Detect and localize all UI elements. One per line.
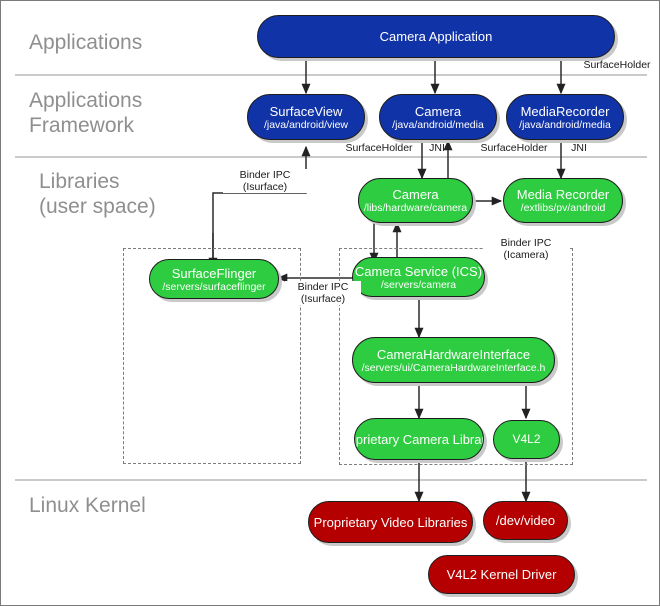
edge-label-surfaceholder-mediarecorder: SurfaceHolder <box>480 142 548 154</box>
node-mediarecorder-java[interactable]: MediaRecorder /java/android/media <box>506 94 624 140</box>
node-proprietary-camera-libraries[interactable]: Proprietary Camera Libraries <box>354 418 484 460</box>
node-surfaceflinger[interactable]: SurfaceFlinger /servers/surfaceflinger <box>149 259 279 299</box>
layer-label-libraries: Libraries (user space) <box>39 170 156 218</box>
node-dev-video[interactable]: /dev/video <box>483 501 568 540</box>
node-proprietary-video-libraries-title: Proprietary Video Libraries <box>313 514 468 530</box>
edge-label-binder-ipc-icamera: Binder IPC (Icamera) <box>484 237 568 261</box>
node-surfaceview-path: /java/android/view <box>263 118 349 131</box>
node-v4l2-kernel-driver[interactable]: V4L2 Kernel Driver <box>428 555 575 594</box>
group-camera-service <box>339 248 573 465</box>
node-camera-native-path: /libs/hardware/camera <box>363 202 468 214</box>
node-proprietary-video-libraries[interactable]: Proprietary Video Libraries <box>308 501 473 543</box>
edge-label-binder-ipc-isurface-top: Binder IPC (Isurface) <box>223 169 307 193</box>
node-v4l2[interactable]: V4L2 <box>493 420 560 459</box>
edge-label-binder-ipc-isurface-service: Binder IPC (Isurface) <box>285 281 361 305</box>
node-camera-service-path: /servers/camera <box>380 278 457 291</box>
node-media-recorder-native-title: Media Recorder <box>516 187 610 202</box>
node-surfaceview[interactable]: SurfaceView /java/android/view <box>247 94 365 140</box>
node-camera-application[interactable]: Camera Application <box>257 15 615 58</box>
edge-label-jni-mediarecorder: JNI <box>571 142 587 154</box>
node-camera-native-title: Camera <box>392 187 439 202</box>
node-v4l2-kernel-driver-title: V4L2 Kernel Driver <box>446 567 557 582</box>
node-dev-video-title: /dev/video <box>495 513 556 528</box>
node-media-recorder-native-path: /extlibs/pv/android <box>520 202 606 214</box>
node-camera-service-title: Camera Service (ICS) <box>354 263 483 279</box>
node-mediarecorder-java-path: /java/android/media <box>519 118 611 131</box>
node-surfaceflinger-title: SurfaceFlinger <box>171 265 257 281</box>
node-camera-native[interactable]: Camera /libs/hardware/camera <box>358 178 473 223</box>
node-proprietary-camera-libraries-title: Proprietary Camera Libraries <box>355 431 483 447</box>
node-camera-hardware-interface-title: CameraHardwareInterface <box>376 346 531 362</box>
node-surfaceflinger-path: /servers/surfaceflinger <box>162 280 266 293</box>
edge-label-jni-camera: JNI <box>429 142 445 154</box>
node-camera-hardware-interface[interactable]: CameraHardwareInterface /servers/ui/Came… <box>352 337 555 383</box>
node-camera-java[interactable]: Camera /java/android/media <box>379 94 497 140</box>
node-media-recorder-native[interactable]: Media Recorder /extlibs/pv/android <box>503 178 623 223</box>
node-surfaceview-title: SurfaceView <box>269 103 343 119</box>
edge-label-surfaceholder-app-mediarecorder: SurfaceHolder <box>583 59 651 71</box>
node-camera-application-title: Camera Application <box>379 29 493 44</box>
layer-label-linux-kernel: Linux Kernel <box>29 494 146 517</box>
node-v4l2-title: V4L2 <box>512 432 541 446</box>
node-mediarecorder-java-title: MediaRecorder <box>520 103 610 119</box>
node-camera-java-title: Camera <box>414 103 462 119</box>
layer-label-applications-framework: Applications Framework <box>29 89 143 137</box>
node-camera-java-path: /java/android/media <box>392 118 484 131</box>
node-camera-service[interactable]: Camera Service (ICS) /servers/camera <box>352 257 485 297</box>
node-camera-hardware-interface-path: /servers/ui/CameraHardwareInterface.h <box>361 361 546 374</box>
edge-label-surfaceholder-camera: SurfaceHolder <box>345 142 413 154</box>
group-surfaceflinger <box>123 248 301 464</box>
layer-label-applications: Applications <box>29 31 143 54</box>
